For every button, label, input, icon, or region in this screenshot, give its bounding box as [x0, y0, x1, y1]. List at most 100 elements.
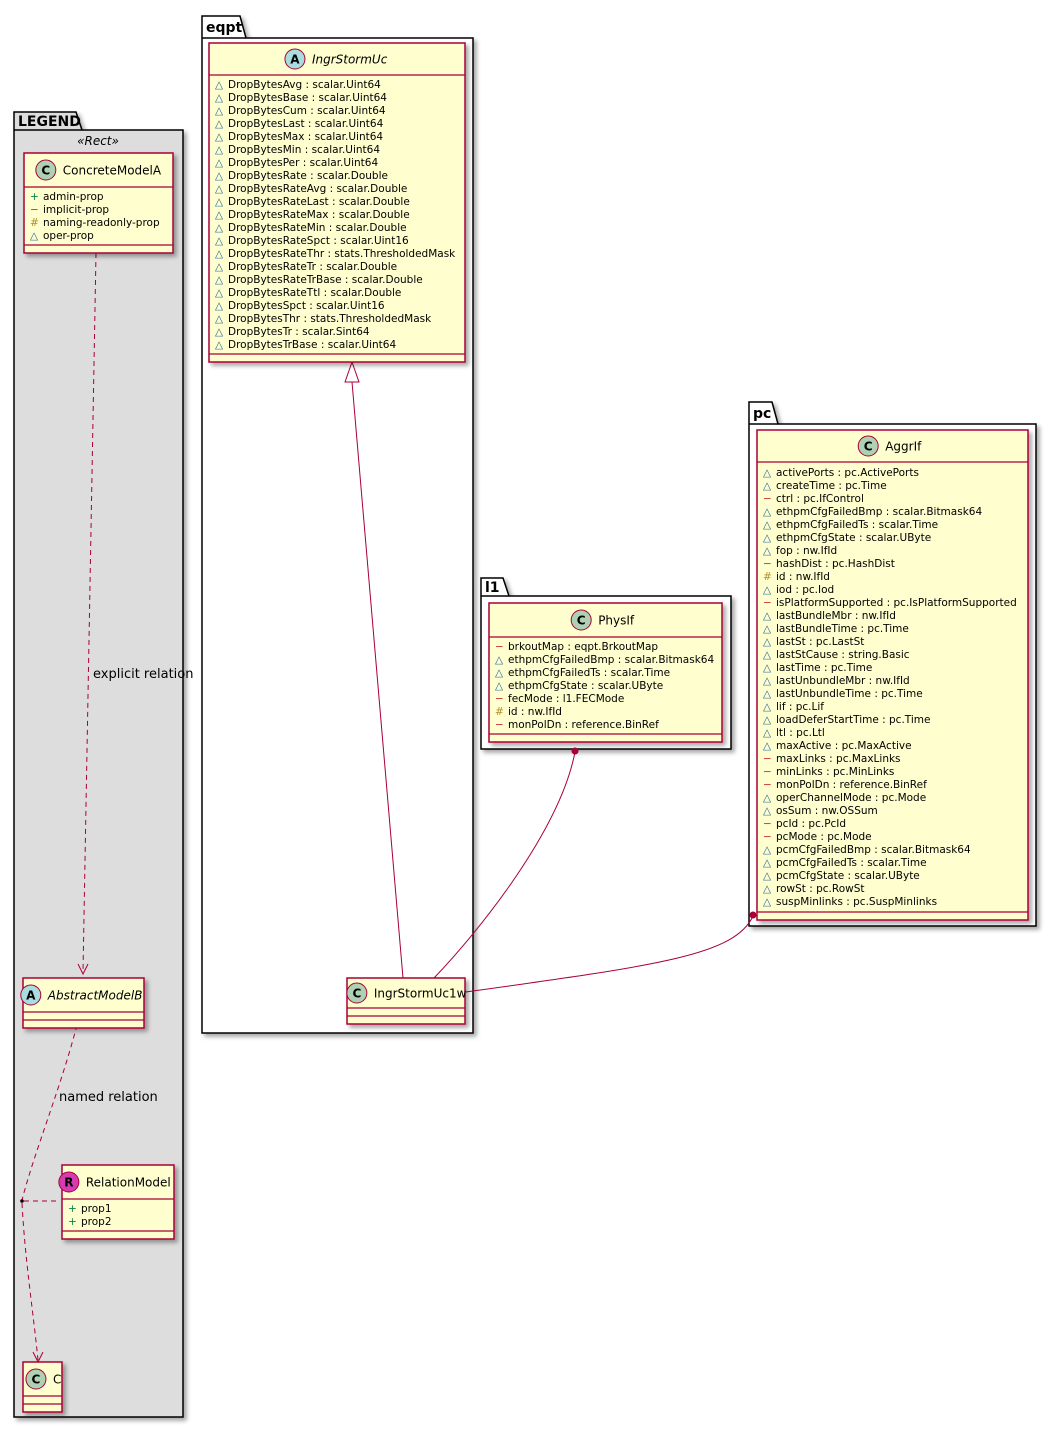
class-type-badge-letter: C: [41, 164, 50, 178]
class-attribute: oper-prop: [43, 230, 94, 242]
class-attribute: lastUnbundleTime : pc.Time: [776, 688, 923, 700]
attribute-visibility-icon: −: [495, 719, 504, 731]
class-attribute: pcmCfgState : scalar.UByte: [776, 870, 920, 882]
class-attribute: pcmCfgFailedBmp : scalar.Bitmask64: [776, 844, 971, 856]
class-type-badge-icon: [857, 435, 879, 457]
class-attribute: DropBytesRateTtl : scalar.Double: [228, 287, 401, 299]
class-attribute: lastStCause : string.Basic: [776, 649, 910, 661]
class-attribute: DropBytesRateLast : scalar.Double: [228, 196, 410, 208]
class-attribute: lastUnbundleMbr : nw.IfId: [776, 675, 910, 687]
class-attribute: activePorts : pc.ActivePorts: [776, 467, 919, 479]
edge-named-relation-target: [21, 1202, 39, 1361]
class-attribute: DropBytesRateMax : scalar.Double: [228, 209, 410, 221]
class-type-badge-icon: [25, 1368, 47, 1390]
class-name: C: [53, 1373, 61, 1387]
attribute-visibility-icon: △: [763, 623, 772, 635]
attribute-visibility-icon: △: [763, 662, 772, 674]
class-type-badge-icon: [20, 984, 42, 1006]
class-attribute: prop2: [81, 1216, 112, 1228]
class-attribute: DropBytesAvg : scalar.Uint64: [228, 79, 381, 91]
class-attribute: DropBytesTr : scalar.Sint64: [228, 326, 370, 338]
attribute-visibility-icon: △: [215, 300, 224, 312]
composition-dot-aggrif: [749, 911, 757, 919]
class-name: AbstractModelB: [47, 989, 143, 1003]
class-attribute: DropBytesRateMin : scalar.Double: [228, 222, 407, 234]
attribute-visibility-icon: △: [215, 261, 224, 273]
class-attribute: fecMode : l1.FECMode: [508, 693, 624, 705]
class-attribute: prop1: [81, 1203, 112, 1215]
attribute-visibility-icon: △: [763, 714, 772, 726]
attribute-visibility-icon: △: [763, 467, 772, 479]
attribute-visibility-icon: △: [215, 144, 224, 156]
class-type-badge-icon: [570, 609, 592, 631]
label-named-relation: named relation: [59, 1090, 158, 1105]
class-attribute: lastBundleTime : pc.Time: [776, 623, 909, 635]
class-type-badge-icon: [58, 1171, 80, 1193]
class-type-badge-letter: C: [352, 987, 361, 1001]
class-attribute: ethpmCfgFailedTs : scalar.Time: [508, 667, 670, 679]
class-type-badge-letter: C: [577, 614, 586, 628]
attribute-visibility-icon: −: [495, 693, 504, 705]
attribute-visibility-icon: −: [763, 779, 772, 791]
class-attribute: rowSt : pc.RowSt: [776, 883, 865, 895]
class-attribute: DropBytesRateAvg : scalar.Double: [228, 183, 407, 195]
class-attribute: iod : pc.Iod: [776, 584, 834, 596]
class-attribute: lastSt : pc.LastSt: [776, 636, 864, 648]
class-box: [346, 977, 466, 1025]
class-type-badge-letter: C: [32, 1373, 41, 1387]
attribute-visibility-icon: △: [215, 183, 224, 195]
class-attribute: DropBytesRate : scalar.Double: [228, 170, 388, 182]
class-type-badge-letter: A: [26, 989, 36, 1003]
edge-explicit-relation: [82, 252, 97, 973]
class-attribute: ethpmCfgState : scalar.UByte: [508, 680, 663, 692]
attribute-visibility-icon: △: [215, 131, 224, 143]
attribute-visibility-icon: △: [763, 870, 772, 882]
attribute-visibility-icon: △: [763, 584, 772, 596]
class-attribute: implicit-prop: [43, 204, 109, 216]
class-attribute: ethpmCfgFailedBmp : scalar.Bitmask64: [776, 506, 982, 518]
attribute-visibility-icon: △: [215, 339, 224, 351]
class-attribute: loadDeferStartTime : pc.Time: [776, 714, 931, 726]
class-abstract-model-b[interactable]: A AbstractModelB: [20, 977, 145, 1029]
attribute-visibility-icon: −: [495, 641, 504, 653]
attribute-visibility-icon: △: [763, 610, 772, 622]
class-box: [756, 429, 1029, 921]
class-attribute: DropBytesRateThr : stats.ThresholdedMask: [228, 248, 456, 260]
class-attribute: DropBytesRateTr : scalar.Double: [228, 261, 397, 273]
class-attribute: DropBytesThr : stats.ThresholdedMask: [228, 313, 432, 325]
arrowhead-explicit: [77, 963, 89, 976]
class-attribute: lif : pc.Lif: [776, 701, 824, 713]
attribute-visibility-icon: △: [495, 667, 504, 679]
attribute-visibility-icon: −: [763, 831, 772, 843]
class-attribute: operChannelMode : pc.Mode: [776, 792, 926, 804]
attribute-visibility-icon: △: [763, 545, 772, 557]
class-attribute: naming-readonly-prop: [43, 217, 160, 229]
attribute-visibility-icon: △: [215, 118, 224, 130]
class-attribute: ltl : pc.Ltl: [776, 727, 825, 739]
attribute-visibility-icon: △: [763, 688, 772, 700]
attribute-visibility-icon: −: [763, 558, 772, 570]
class-attribute: DropBytesMax : scalar.Uint64: [228, 131, 383, 143]
edges: explicit relation named relation: [20, 252, 757, 1364]
class-attribute: lastTime : pc.Time: [776, 662, 872, 674]
class-attribute: maxActive : pc.MaxActive: [776, 740, 912, 752]
attribute-visibility-icon: #: [763, 571, 772, 583]
attribute-visibility-icon: △: [215, 170, 224, 182]
attribute-visibility-icon: △: [495, 680, 504, 692]
attribute-visibility-icon: △: [215, 274, 224, 286]
class-attribute: brkoutMap : eqpt.BrkoutMap: [508, 641, 658, 653]
attribute-visibility-icon: −: [763, 753, 772, 765]
class-attribute: lastBundleMbr : nw.IfId: [776, 610, 896, 622]
attribute-visibility-icon: △: [215, 287, 224, 299]
attribute-visibility-icon: △: [763, 519, 772, 531]
attribute-visibility-icon: △: [215, 313, 224, 325]
package-l1-title: l1: [485, 580, 500, 596]
class-attribute: suspMinlinks : pc.SuspMinlinks: [776, 896, 937, 908]
